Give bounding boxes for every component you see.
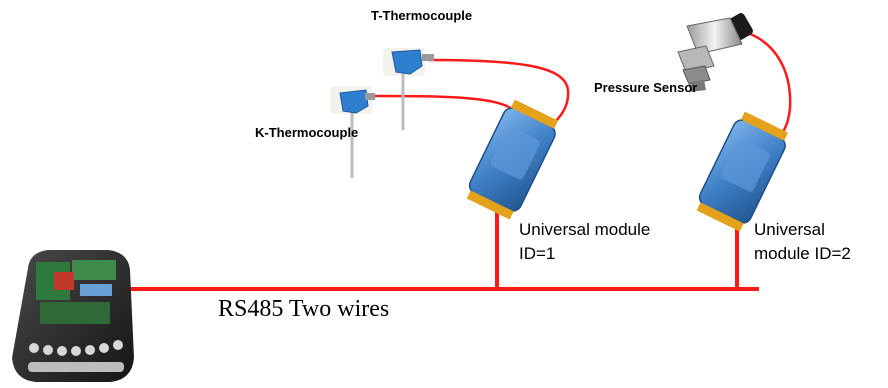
universal-module-1-icon (466, 99, 559, 220)
module-1-id: ID=1 (519, 244, 556, 263)
rs485-bus-wire (98, 202, 759, 291)
t-thermocouple-icon (383, 48, 434, 130)
module-2-name: Universal (754, 220, 825, 239)
t-thermocouple-label: T-Thermocouple (371, 8, 473, 23)
module-2-id: module ID=2 (754, 244, 851, 263)
t-thermocouple-wire (427, 58, 570, 131)
pressure-sensor-label: Pressure Sensor (594, 80, 698, 95)
k-thermocouple-icon (330, 86, 375, 178)
universal-module-2-icon (696, 111, 789, 232)
module-1-name: Universal module (519, 220, 651, 239)
controller-device-icon (12, 250, 134, 382)
pressure-sensor-icon (677, 13, 753, 92)
k-thermocouple-wire (359, 94, 522, 132)
universal-module-1-label: Universal module ID=1 (519, 218, 650, 266)
universal-module-2-label: Universal module ID=2 (754, 218, 851, 266)
rs485-bus-label: RS485 Two wires (218, 296, 390, 322)
k-thermocouple-label: K-Thermocouple (255, 125, 359, 140)
